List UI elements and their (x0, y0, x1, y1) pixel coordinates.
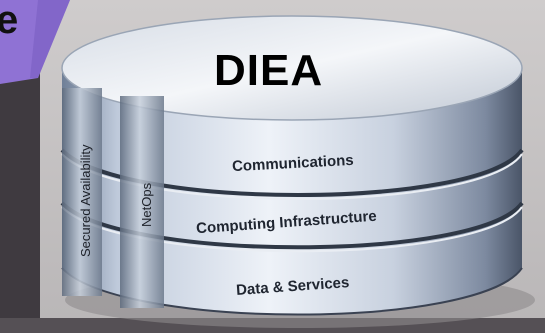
pillar-netops (120, 96, 164, 308)
purple-corner-shadow (30, 0, 70, 78)
cylinder-body (62, 68, 522, 315)
pillar-label-netops: NetOps (139, 182, 154, 227)
corner-letter: e (0, 0, 19, 42)
pillar-secured-availability (62, 88, 102, 296)
diagram-title: DIEA (214, 46, 324, 95)
pillar-label-secured-availability: Secured Availability (78, 144, 93, 258)
cylinder-top (61, 15, 523, 121)
